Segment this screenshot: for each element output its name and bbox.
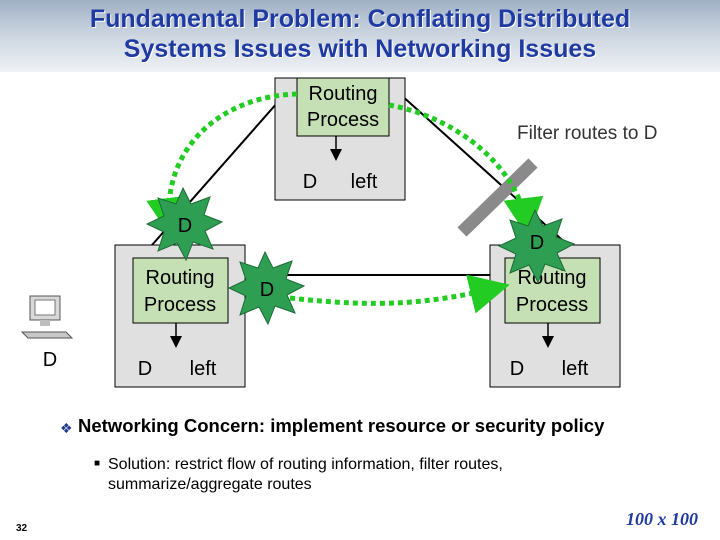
solution-line-2: summarize/aggregate routes [108, 476, 312, 493]
title-band [0, 0, 720, 72]
dotted-arrow-top-left [146, 91, 298, 238]
routing-process-box [296, 77, 390, 137]
slide-title: Fundamental Problem: Conflating Distribu… [0, 4, 720, 64]
routing-process-box [132, 257, 229, 324]
route-status: left [351, 171, 378, 193]
burst-label: D [178, 215, 192, 237]
burst-middle: D [227, 250, 306, 326]
dotted-arrow-left-right [289, 274, 510, 314]
solution-line-1: Solution: restrict flow of routing infor… [108, 456, 503, 473]
routing-process-label-line1: Routing [518, 267, 587, 289]
title-line-2: Systems Issues with Networking Issues [123, 35, 597, 63]
routing-process-label-line1: Routing [309, 83, 378, 105]
route-status: left [190, 358, 217, 380]
route-dest: D [510, 358, 524, 380]
square-bullet-icon: ■ [94, 458, 101, 469]
title-line-1: Fundamental Problem: Conflating Distribu… [89, 5, 631, 33]
burst-right: D [497, 208, 576, 284]
concern-text: Networking Concern: implement resource o… [78, 415, 605, 436]
filter-bar [457, 158, 538, 237]
burst-label: D [530, 232, 544, 254]
burst-left: D [145, 186, 224, 262]
host-label: D [43, 349, 57, 371]
dotted-arrow-top-right [388, 102, 544, 238]
routing-process-label-line2: Process [144, 294, 216, 316]
burst-label: D [260, 279, 274, 301]
computer-icon [20, 295, 74, 339]
solution-text: Solution: restrict flow of routing infor… [108, 455, 503, 495]
router-top: Routing Process D left [274, 77, 406, 201]
filter-label: Filter routes to D [517, 123, 657, 144]
route-dest: D [303, 171, 317, 193]
routing-process-label-line2: Process [307, 109, 379, 131]
routing-process-label-line1: Routing [146, 267, 215, 289]
routing-process-label-line2: Process [516, 294, 588, 316]
route-dest: D [138, 358, 152, 380]
slide-number: 32 [16, 523, 28, 534]
logo: 100 x 100 [612, 505, 712, 533]
logo-text: 100 x 100 [626, 509, 698, 529]
diamond-bullet-icon: ❖ [60, 420, 73, 436]
route-status: left [562, 358, 589, 380]
router-left: Routing Process D left [114, 244, 246, 388]
link-top-left [129, 93, 286, 271]
link-top-right [399, 93, 591, 266]
